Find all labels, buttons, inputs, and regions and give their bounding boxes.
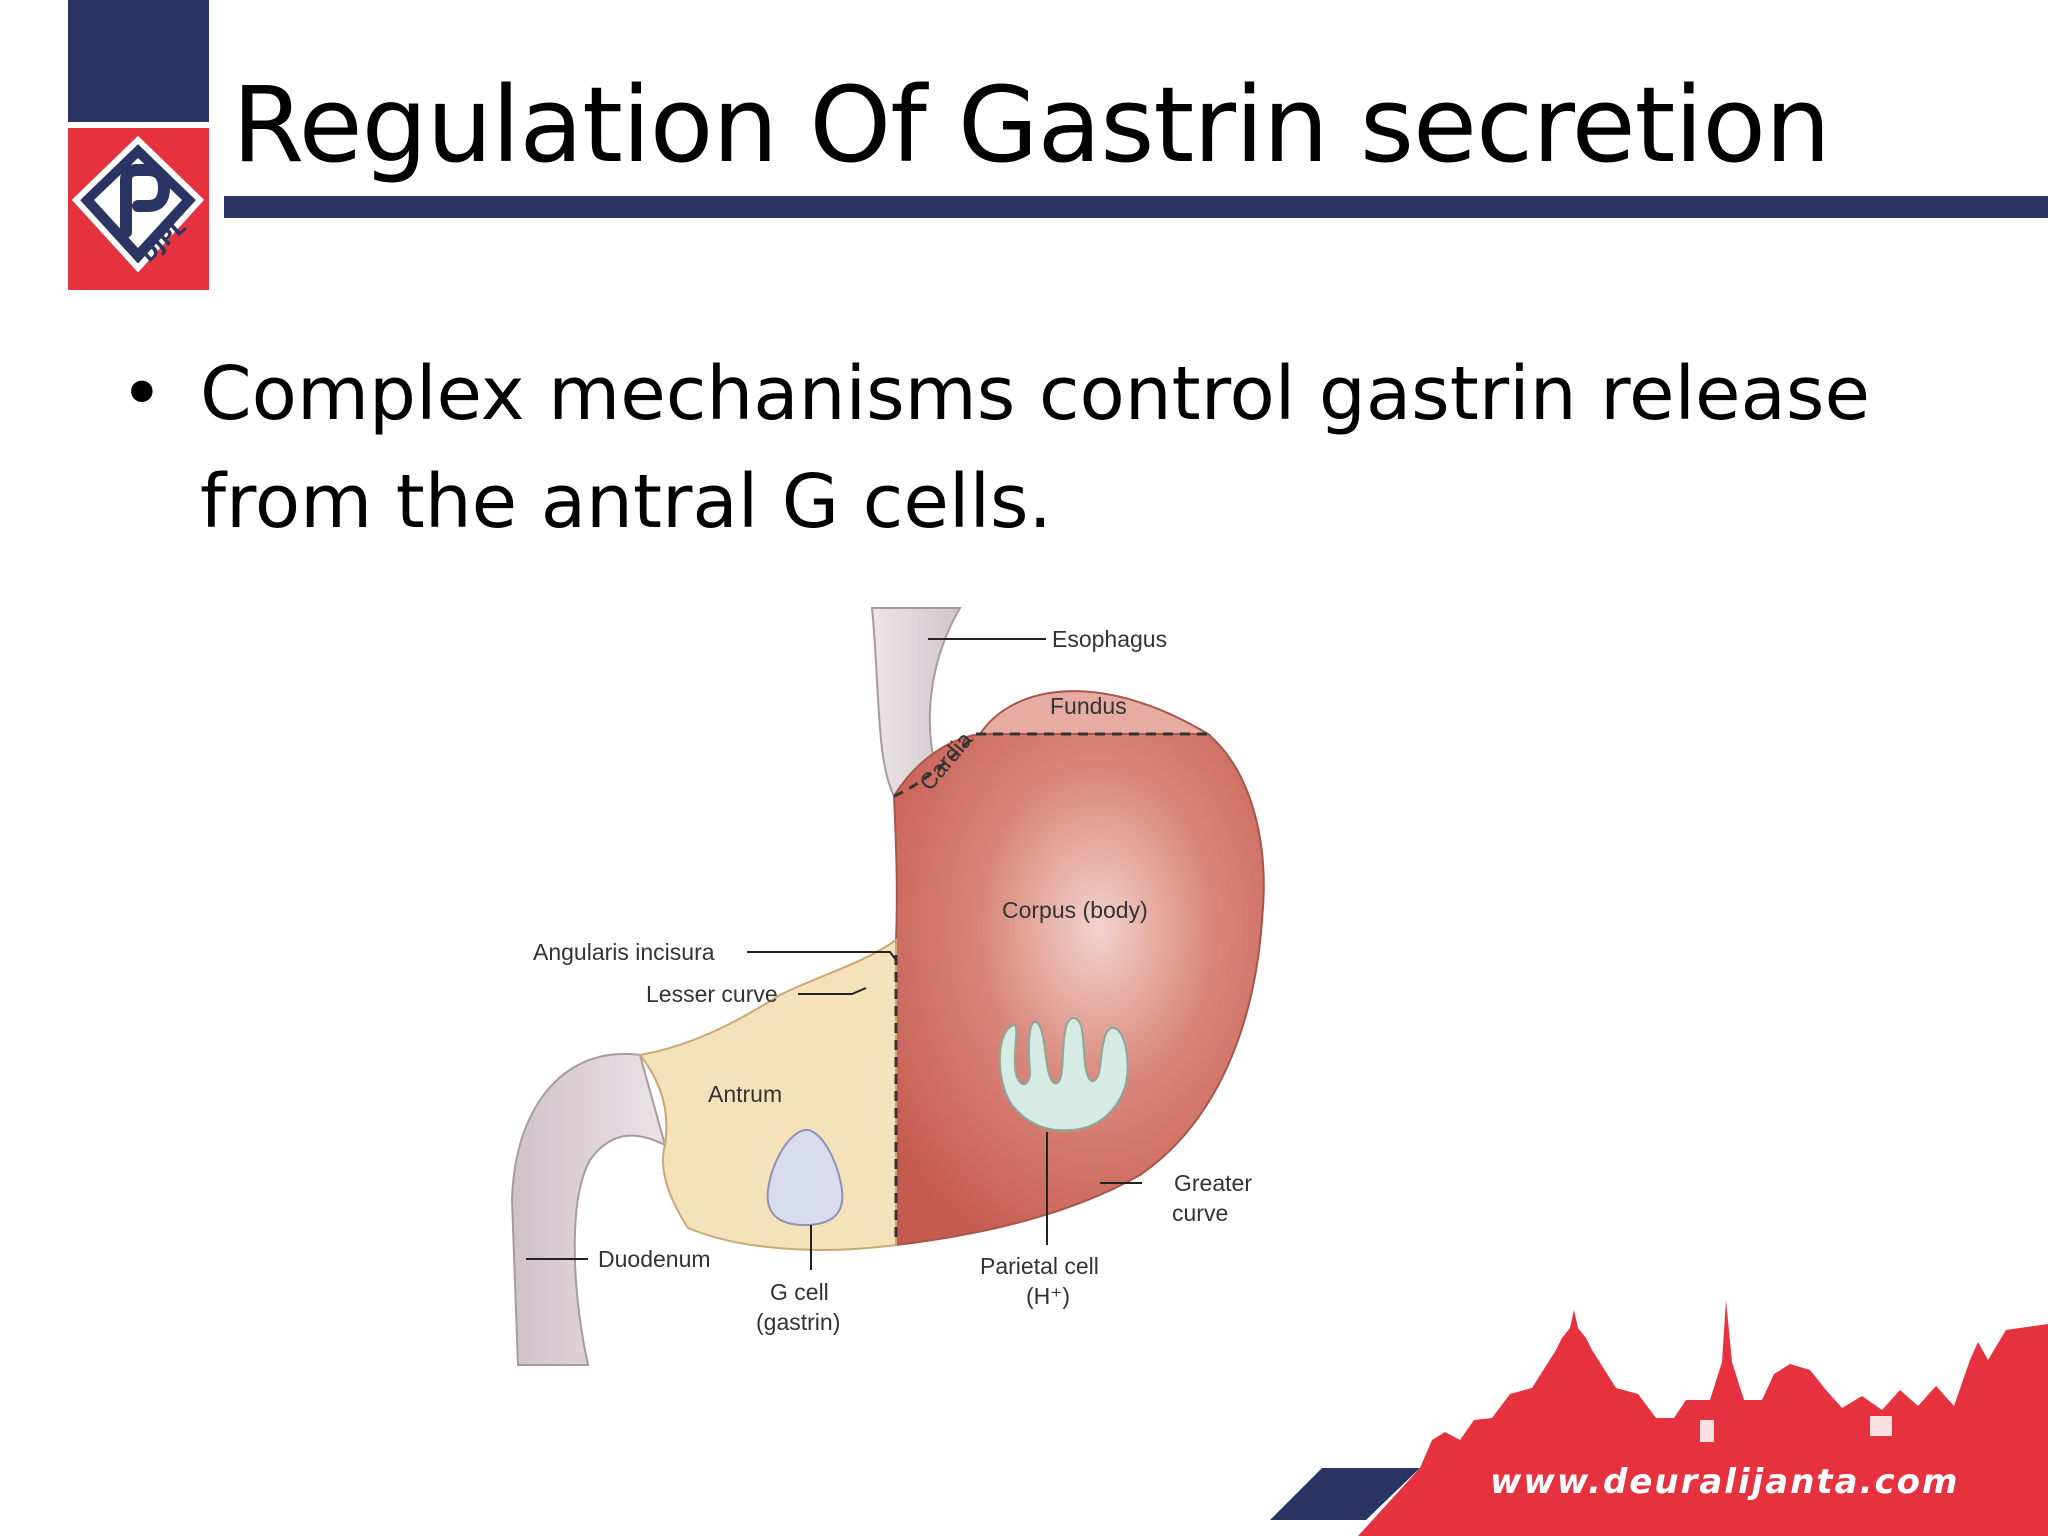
label-g-cell: G cell <box>770 1279 829 1305</box>
g-cell-shape <box>766 1128 844 1227</box>
label-fundus: Fundus <box>1050 693 1127 719</box>
parietal-cell-shape <box>998 1016 1129 1132</box>
footer-navy-stripe <box>1270 1468 1420 1520</box>
cardia-boundary <box>893 738 972 798</box>
label-lesser-curve: Lesser curve <box>646 981 778 1007</box>
footer-url[interactable]: www.deuralijanta.com <box>1490 1462 1960 1502</box>
label-antrum: Antrum <box>708 1081 782 1107</box>
title-divider <box>224 196 2048 218</box>
stomach-body-shape <box>892 733 1265 1247</box>
bullet-item: Complex mechanisms control gastrin relea… <box>200 351 1870 545</box>
lesser-curve-leader <box>798 987 867 995</box>
skyline-silhouette-icon <box>1358 1300 2048 1536</box>
fundus-shape <box>978 690 1212 735</box>
label-greater-curve-2: curve <box>1172 1200 1228 1226</box>
label-angularis-incisura: Angularis incisura <box>533 939 715 965</box>
page-title: Regulation Of Gastrin secretion <box>232 64 1831 186</box>
duodenum-shape <box>510 1052 667 1366</box>
label-corpus: Corpus (body) <box>1002 897 1148 923</box>
label-esophagus: Esophagus <box>1052 626 1167 652</box>
logo-navy-bar <box>68 0 209 122</box>
label-parietal-cell-2: (H⁺) <box>1026 1283 1070 1309</box>
footer-skyline <box>1270 1300 2048 1536</box>
stomach-diagram: Esophagus Fundus Cardia Corpus (body) An… <box>510 607 1265 1366</box>
bullet-dot-icon: • <box>120 351 164 437</box>
label-duodenum: Duodenum <box>598 1246 711 1272</box>
label-greater-curve: Greater <box>1174 1170 1252 1196</box>
angularis-leader <box>747 951 897 961</box>
logo-block: DJPL <box>68 0 209 290</box>
label-g-cell-2: (gastrin) <box>756 1309 840 1335</box>
djpl-logo-icon: DJPL <box>71 135 205 273</box>
label-parietal-cell: Parietal cell <box>980 1253 1099 1279</box>
